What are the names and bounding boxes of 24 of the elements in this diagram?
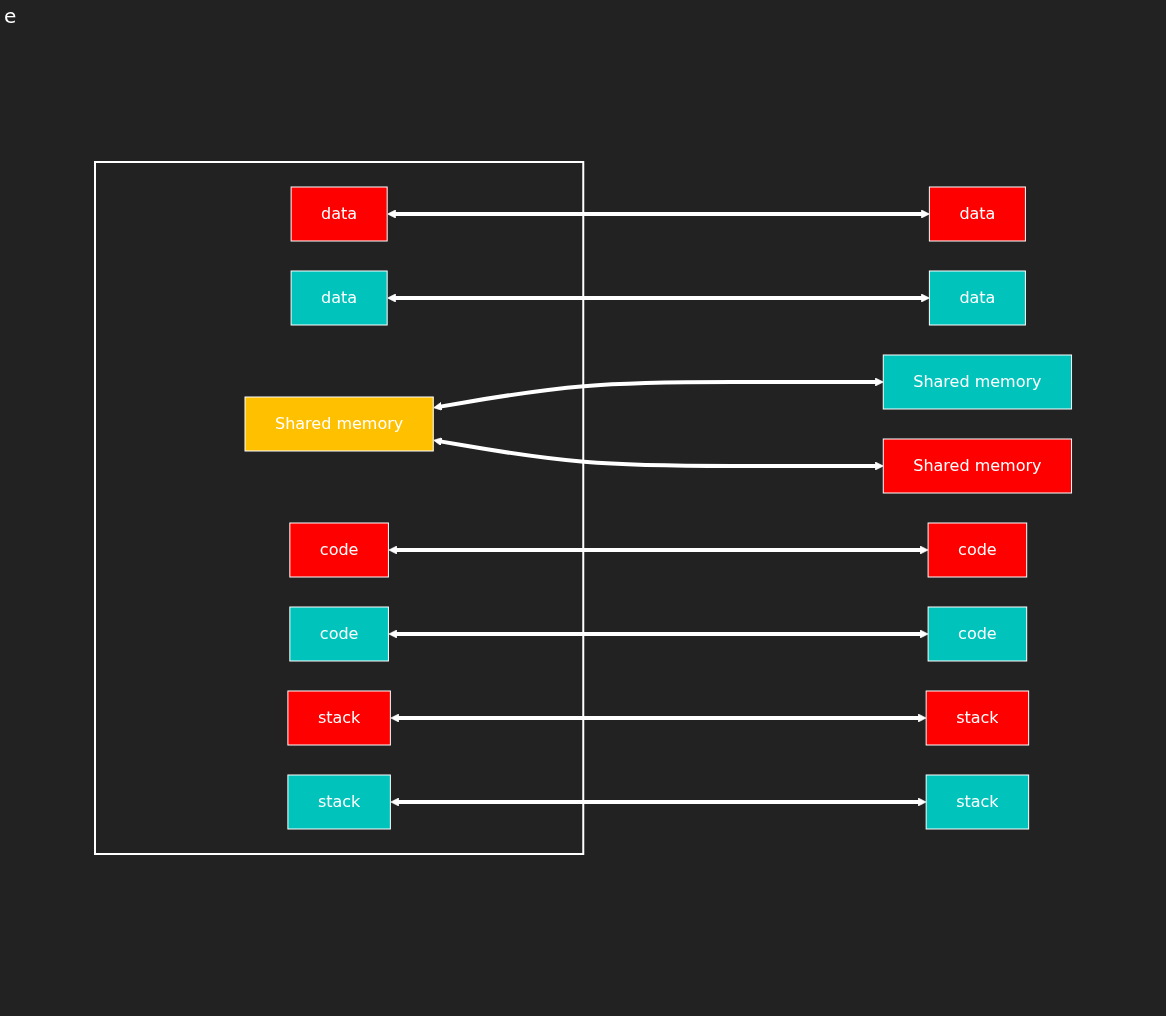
node-box: data bbox=[928, 186, 1026, 242]
arrow bbox=[390, 713, 927, 723]
node-box: stack bbox=[287, 774, 391, 830]
node-box: stack bbox=[287, 690, 391, 746]
node-box: stack bbox=[925, 690, 1029, 746]
node-box: code bbox=[289, 522, 389, 578]
arrow bbox=[433, 437, 884, 471]
node-box: data bbox=[290, 186, 388, 242]
cluster bbox=[93, 161, 584, 855]
node-box: stack bbox=[925, 774, 1029, 830]
node-box: code bbox=[289, 606, 389, 662]
node-box: Shared memory bbox=[244, 396, 434, 452]
node-box: data bbox=[290, 270, 388, 326]
arrow bbox=[386, 293, 930, 303]
note-text: e bbox=[4, 4, 17, 28]
node-box: code bbox=[927, 606, 1027, 662]
node-box: data bbox=[928, 270, 1026, 326]
arrow bbox=[388, 545, 929, 555]
arrow bbox=[433, 377, 884, 411]
arrow bbox=[388, 629, 929, 639]
node-box: code bbox=[927, 522, 1027, 578]
arrow bbox=[390, 797, 927, 807]
node-box: Shared memory bbox=[882, 438, 1072, 494]
node-box: Shared memory bbox=[882, 354, 1072, 410]
